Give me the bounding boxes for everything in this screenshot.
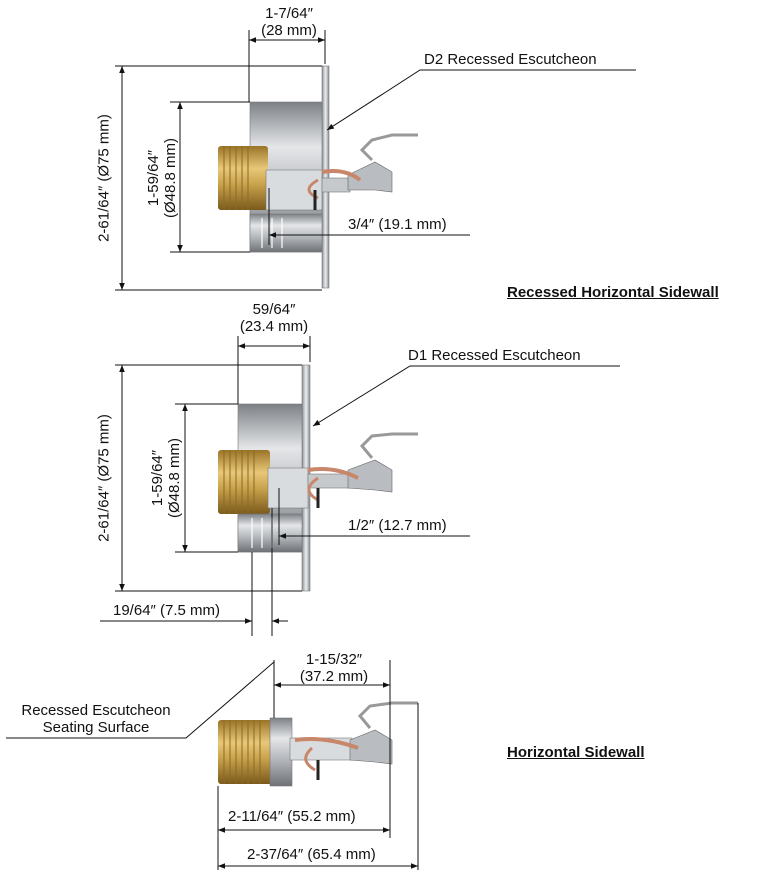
view3-heading: Horizontal Sidewall xyxy=(507,744,645,761)
view2-inner-dim-line1: 1-59/64″ xyxy=(149,449,166,507)
view3-seating-label-line2: Seating Surface xyxy=(42,719,150,736)
view3-mid-dim: 2-11/64″ (55.2 mm) xyxy=(228,808,356,825)
view1-heading: Recessed Horizontal Sidewall xyxy=(507,284,719,301)
view2-overall-dim: 2-61/64″ (Ø75 mm) xyxy=(95,414,113,542)
view2-inner-dim-line2: (Ø48.8 mm) xyxy=(166,437,183,519)
view3-bottom-dim: 2-37/64″ (65.4 mm) xyxy=(247,846,376,863)
view1-sprinkler xyxy=(218,65,418,289)
view2-top-dim-line1: 59/64″ xyxy=(252,301,296,318)
view3-sprinkler xyxy=(218,701,418,787)
view3-top-dim-line1: 1-15/32″ xyxy=(305,651,363,668)
view1-inner-dim-line2: (Ø48.8 mm) xyxy=(162,137,179,219)
view1-dimensions xyxy=(115,30,636,291)
view1-top-dim-line1: 1-7/64″ xyxy=(265,5,313,22)
view3-seating-label-line1: Recessed Escutcheon xyxy=(21,702,171,719)
view3-top-dim: 1-15/32″ (37.2 mm) xyxy=(288,651,380,685)
view2-top-dim-line2: (23.4 mm) xyxy=(239,318,309,335)
view3-dimensions xyxy=(6,660,419,870)
view1-inner-dim: 1-59/64″ (Ø48.8 mm) xyxy=(145,138,179,218)
view2-dimensions xyxy=(100,336,620,636)
view1-escutcheon-label: D2 Recessed Escutcheon xyxy=(424,51,597,68)
view1-top-dim: 1-7/64″ (28 mm) xyxy=(249,5,329,39)
view1-escutcheon-plate xyxy=(321,65,330,289)
view1-recess-dim: 3/4″ (19.1 mm) xyxy=(348,216,447,233)
view3-seating-label: Recessed Escutcheon Seating Surface xyxy=(6,702,186,736)
view1-thread xyxy=(218,146,268,210)
view2-recess-dim: 1/2″ (12.7 mm) xyxy=(348,517,447,534)
view2-sprinkler xyxy=(218,364,418,592)
view3-top-dim-line2: (37.2 mm) xyxy=(299,668,369,685)
view2-seat-dim: 19/64″ (7.5 mm) xyxy=(113,602,221,619)
view2-escutcheon-label: D1 Recessed Escutcheon xyxy=(408,347,581,364)
view1-overall-dim: 2-61/64″ (Ø75 mm) xyxy=(95,114,113,242)
view2-top-dim: 59/64″ (23.4 mm) xyxy=(232,301,316,335)
view1-top-dim-line2: (28 mm) xyxy=(261,22,317,39)
view1-inner-dim-line1: 1-59/64″ xyxy=(145,149,162,207)
view2-inner-dim: 1-59/64″ (Ø48.8 mm) xyxy=(149,438,183,518)
